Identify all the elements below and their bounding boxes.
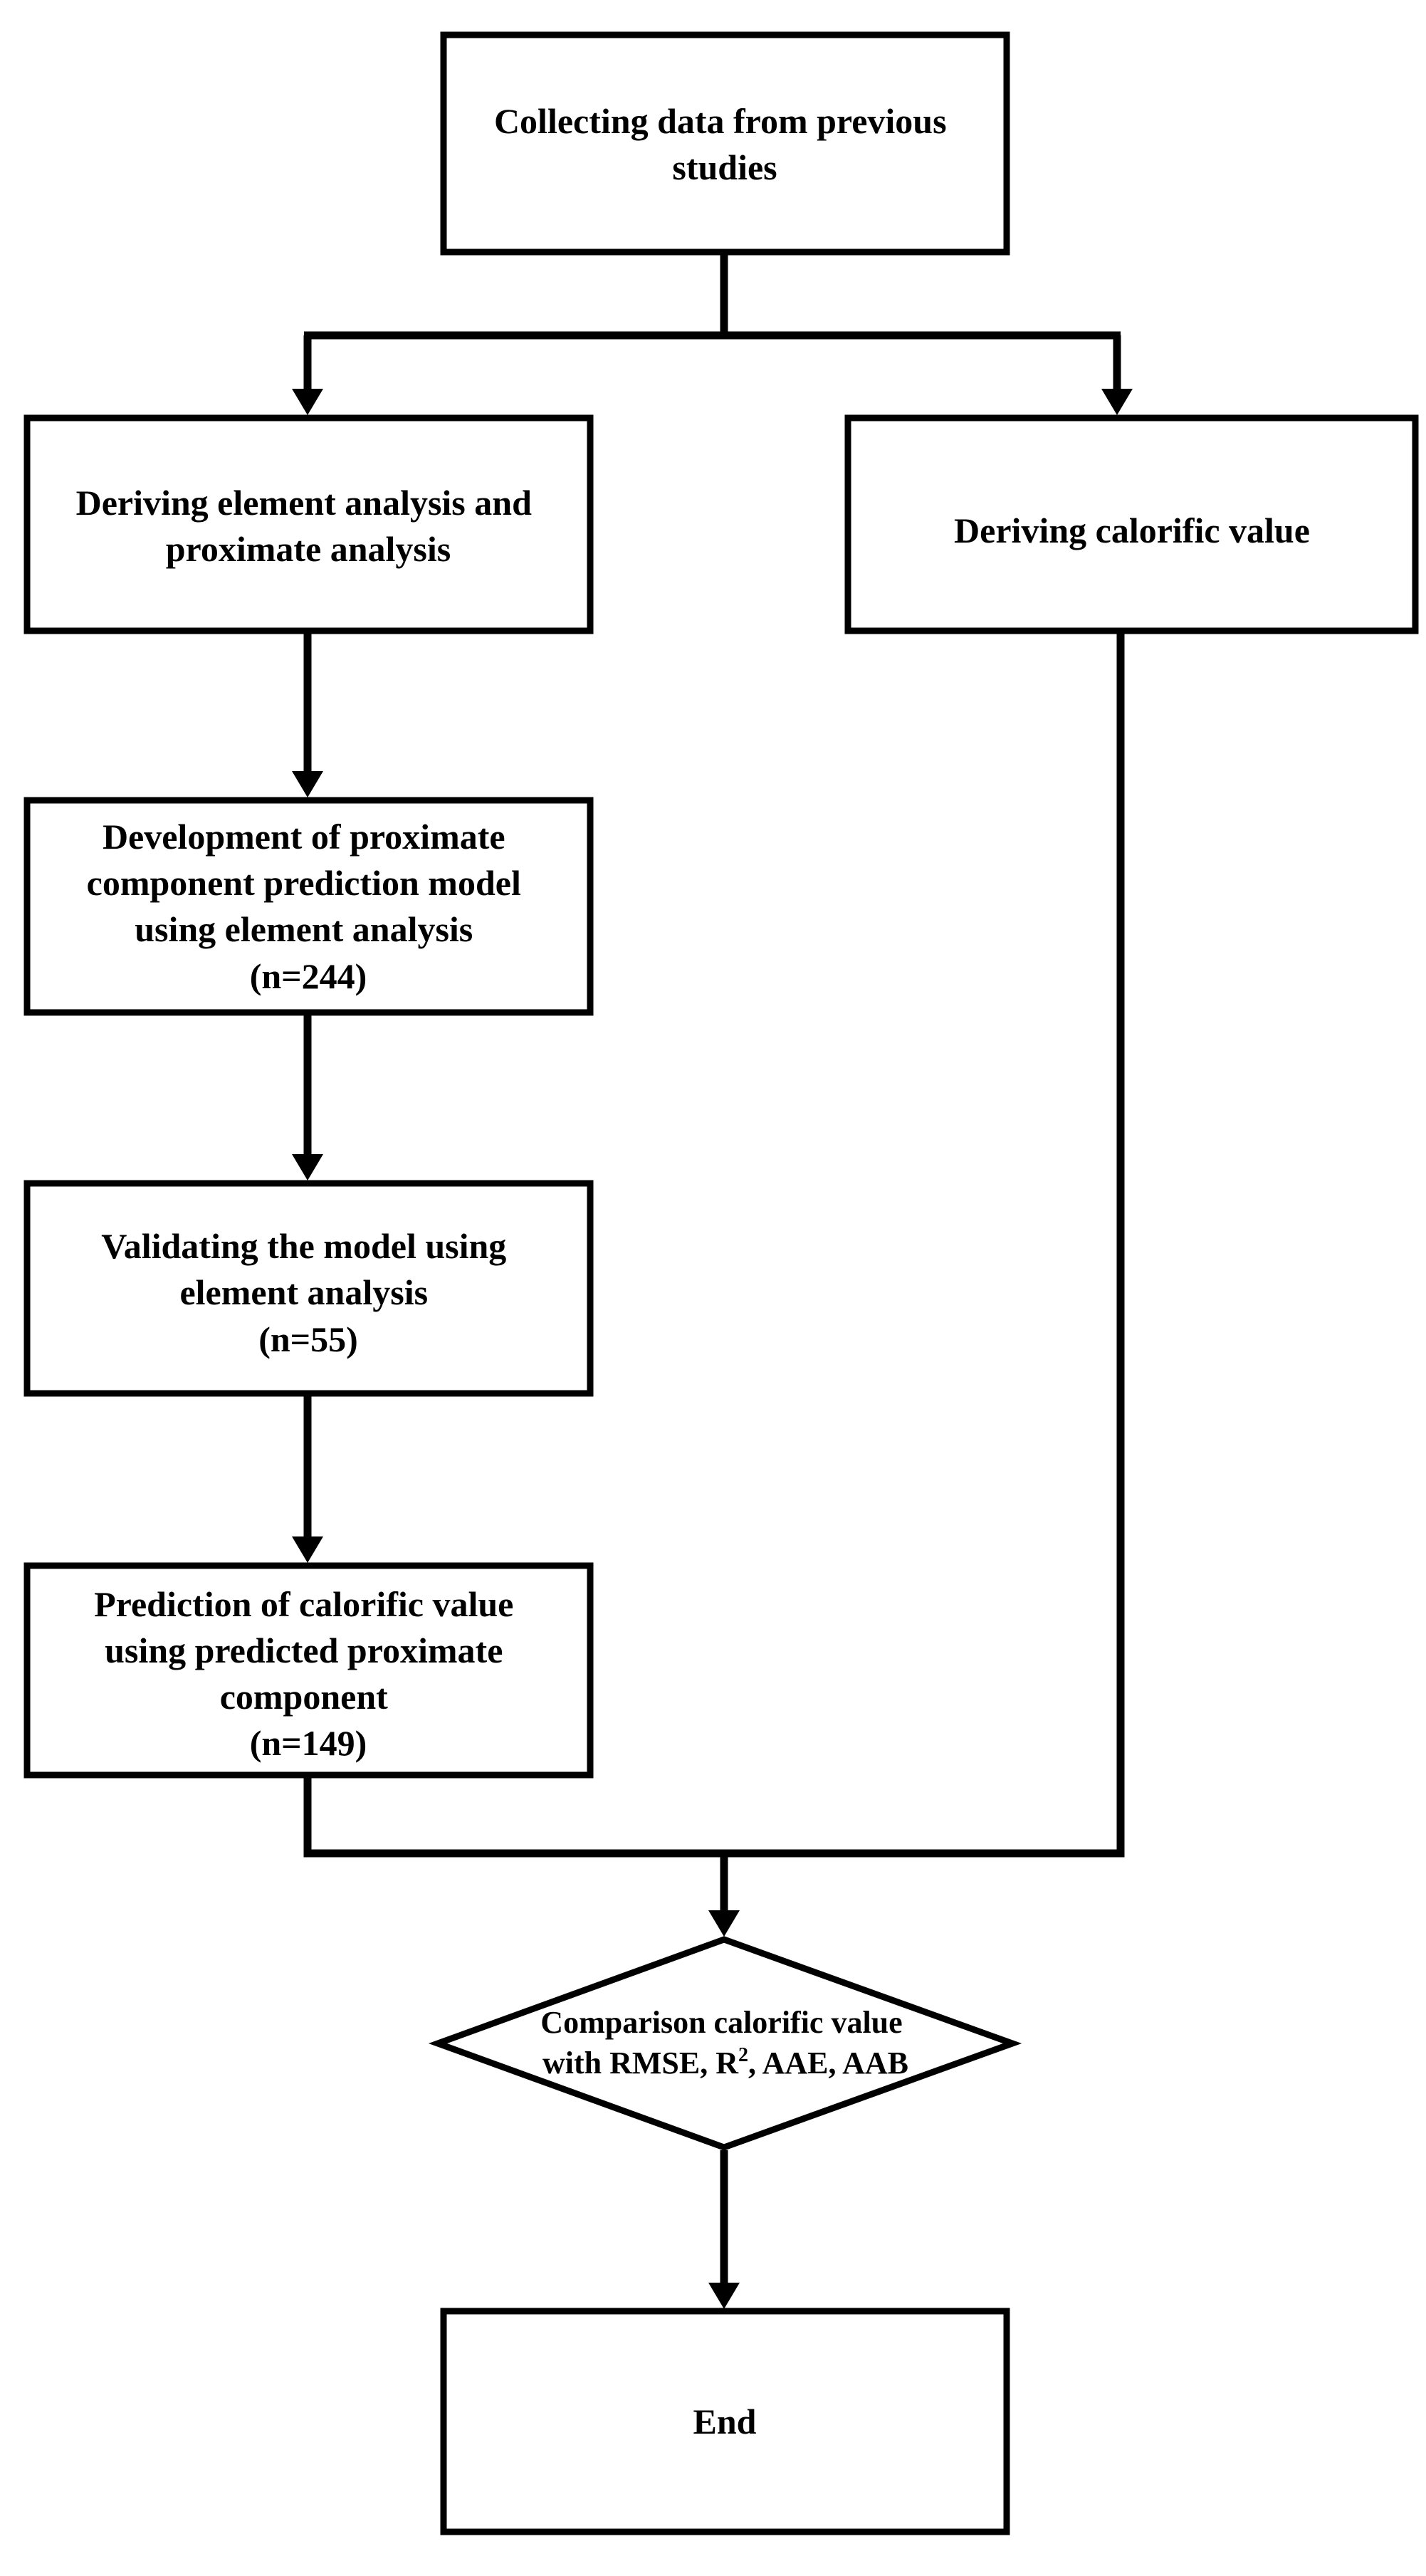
decision-node: Comparison calorific value with RMSE, R2… [428,1936,1022,2151]
end-text: End [693,2402,757,2441]
arrowhead-left-step4 [292,1536,323,1563]
right-step1-text-line: Deriving calorific value [954,511,1310,550]
start-text-line: studies [672,147,777,187]
left-step4-node: Prediction of calorific value using pred… [23,1562,594,1779]
left-step4-text: Prediction of calorific value using pred… [94,1584,523,1763]
left-step3-text-line: Validating the model using [101,1226,506,1266]
start-text-line: Collecting data from previous [494,101,947,141]
arrowhead-end [708,2283,740,2309]
left-step2-text-line: using element analysis [135,909,473,949]
arrowhead-right-step1 [1101,389,1133,415]
left-step1-text-line: Deriving element analysis and [76,483,532,523]
connector-right-step1-to-merge [724,633,1125,1858]
decision-text: Comparison calorific value with RMSE, R2… [540,2005,910,2080]
decision-text-prefix: with RMSE, R [542,2046,739,2080]
left-step3-text: Validating the model using element analy… [101,1226,515,1359]
left-step3-text-line: (n=55) [258,1319,358,1359]
left-step1-node: Deriving element analysis and proximate … [23,414,594,634]
start-node: Collecting data from previous studies [440,31,1010,256]
end-text-line: End [693,2402,757,2441]
left-step1-text-line: proximate analysis [166,529,451,569]
decision-diamond [428,1936,1022,2151]
right-step1-text: Deriving calorific value [954,511,1310,550]
left-step3-text-line: element analysis [179,1272,428,1312]
decision-text-suffix: , AAE, AAB [748,2046,908,2080]
left-step4-box [23,1562,594,1779]
arrowheads [292,389,1133,2309]
left-step1-text: Deriving element analysis and proximate … [76,483,541,569]
left-step1-box [23,414,594,634]
right-step1-node: Deriving calorific value [844,414,1419,634]
arrowhead-left-step1 [292,389,323,415]
arrowhead-left-step3 [292,1154,323,1180]
left-step4-text-line: Prediction of calorific value [94,1584,513,1624]
left-step4-text-line: using predicted proximate [105,1630,503,1670]
left-step3-node: Validating the model using element analy… [23,1180,594,1397]
left-step2-node: Development of proximate component predi… [23,797,594,1016]
start-box [440,31,1010,256]
decision-text-line2: with RMSE, R2, AAE, AAB [542,2044,908,2080]
end-box [440,2308,1010,2535]
left-step3-box [23,1180,594,1397]
right-step1-box [844,414,1419,634]
left-step2-text-line: (n=244) [250,956,367,996]
left-step4-text-line: (n=149) [250,1723,367,1763]
left-step4-text-line: component [220,1677,388,1717]
connectors [303,255,1125,2288]
left-step2-text: Development of proximate component predi… [87,817,530,996]
connector-left-step4-to-merge [303,1778,724,1858]
start-text: Collecting data from previous studies [494,101,955,187]
left-step2-text-line: Development of proximate [103,817,505,857]
decision-text-superscript: 2 [738,2044,748,2066]
left-step2-box [23,797,594,1016]
arrowhead-decision [708,1910,740,1937]
decision-text-line1: Comparison calorific value [540,2005,902,2040]
left-step2-text-line: component prediction model [87,863,521,903]
end-node: End [440,2308,1010,2535]
arrowhead-left-step2 [292,771,323,797]
